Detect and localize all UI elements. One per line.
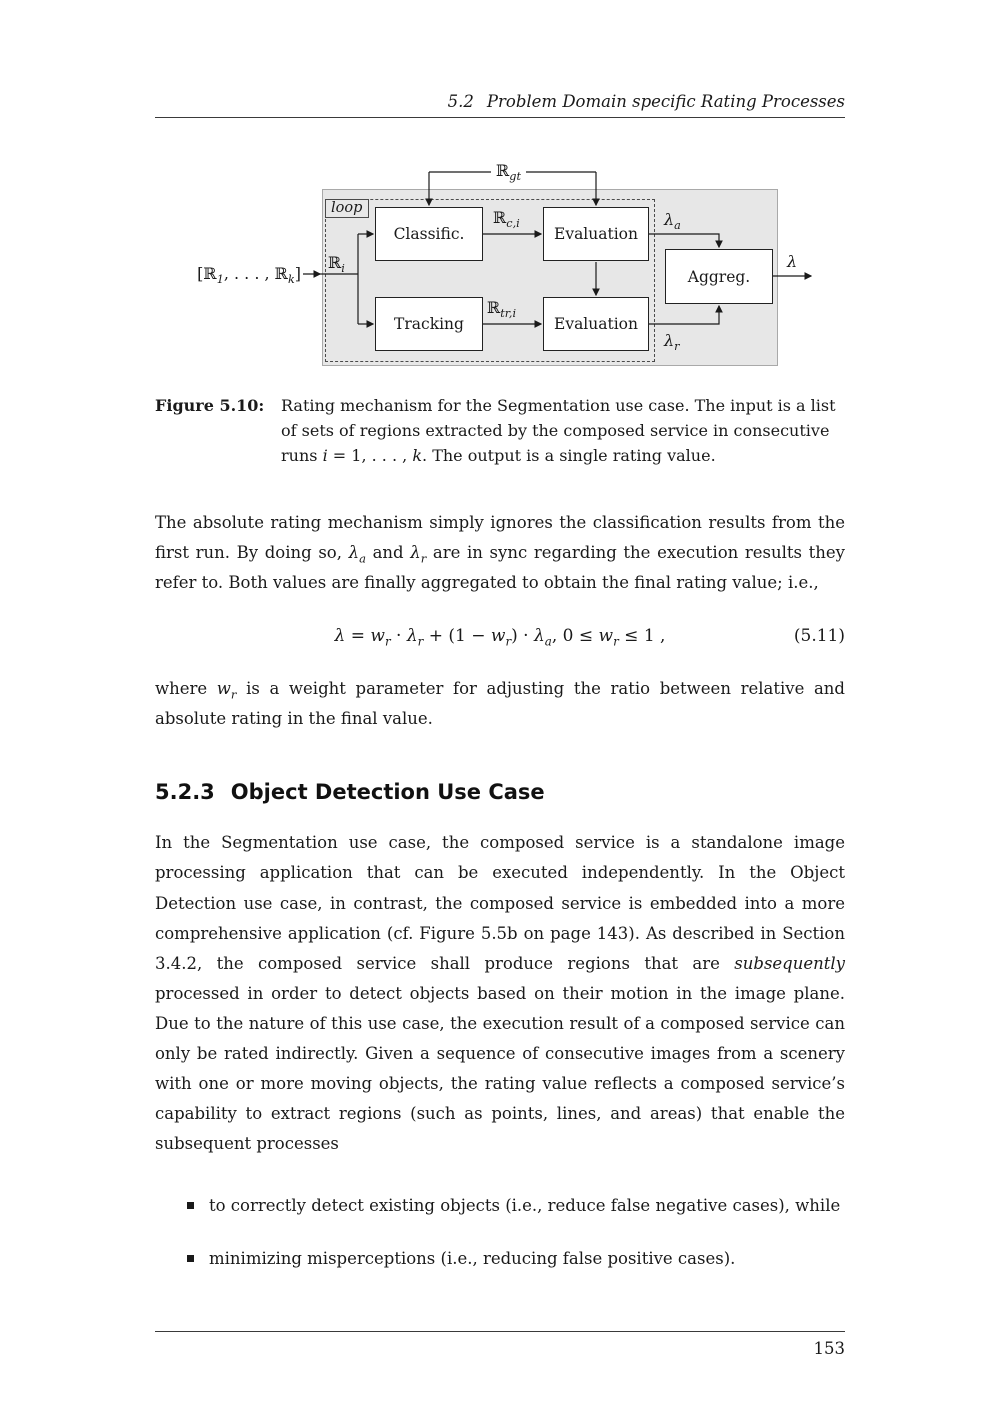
caption-label: Figure 5.10: [155, 396, 265, 415]
evaluation-top-box: Evaluation [543, 207, 649, 261]
paragraph-1: The absolute rating mechanism simply ign… [155, 513, 845, 593]
evaluation-bottom-box: Evaluation [543, 297, 649, 351]
r-tri-label: ℝtr,i [487, 298, 517, 321]
loop-fragment-box [325, 199, 655, 362]
bullet-item: to correctly detect existing objects (i.… [187, 1193, 845, 1219]
bullet-text: minimizing misperceptions (i.e., reducin… [209, 1249, 736, 1269]
heading-number: 5.2.3 [155, 780, 215, 805]
equation: λ = wr · λr + (1 − wr) · λa, 0 ≤ wr ≤ 1 … [155, 626, 845, 649]
bullet-list: to correctly detect existing objects (i.… [155, 1193, 845, 1273]
equation-body: λ = wr · λr + (1 − wr) · λa, 0 ≤ wr ≤ 1 … [334, 626, 666, 649]
aggreg-box: Aggreg. [665, 249, 773, 304]
bullet-text: to correctly detect existing objects (i.… [209, 1195, 841, 1215]
paragraph-3: In the Segmentation use case, the compos… [155, 833, 845, 1153]
figure-caption: Figure 5.10: Rating mechanism for the Se… [155, 394, 845, 468]
bullet-square-icon [187, 1201, 194, 1209]
classific-box: Classific. [375, 207, 483, 261]
heading-title: Object Detection Use Case [230, 780, 545, 805]
bullet-square-icon [187, 1255, 194, 1263]
footer-rule [155, 1331, 845, 1332]
caption-text: Rating mechanism for the Segmentation us… [281, 396, 836, 465]
lambda-a-label: λa [664, 210, 681, 233]
equation-number: (5.11) [793, 626, 845, 647]
header-section-title: Problem Domain specific Rating Processes [486, 92, 845, 111]
section-heading: 5.2.3 Object Detection Use Case [155, 780, 845, 804]
lambda-output-label: λ [787, 252, 798, 271]
r-gt-label: ℝgt [491, 161, 526, 182]
running-header: 5.2 Problem Domain specific Rating Proce… [155, 92, 845, 118]
bullet-item: minimizing misperceptions (i.e., reducin… [187, 1246, 845, 1272]
paragraph-2: where wr is a weight parameter for adjus… [155, 679, 845, 729]
header-section-number: 5.2 [447, 92, 474, 111]
lambda-r-label: λr [664, 331, 680, 354]
figure-diagram: loop [155, 154, 845, 376]
r-i-label: ℝi [328, 253, 345, 276]
r-ci-label: ℝc,i [493, 208, 520, 231]
input-regions-label: [ℝ1, . . . , ℝk] [197, 264, 301, 287]
tracking-box: Tracking [375, 297, 483, 351]
loop-label: loop [325, 199, 370, 218]
page-footer: 153 [155, 1331, 845, 1358]
page-number: 153 [813, 1339, 846, 1358]
